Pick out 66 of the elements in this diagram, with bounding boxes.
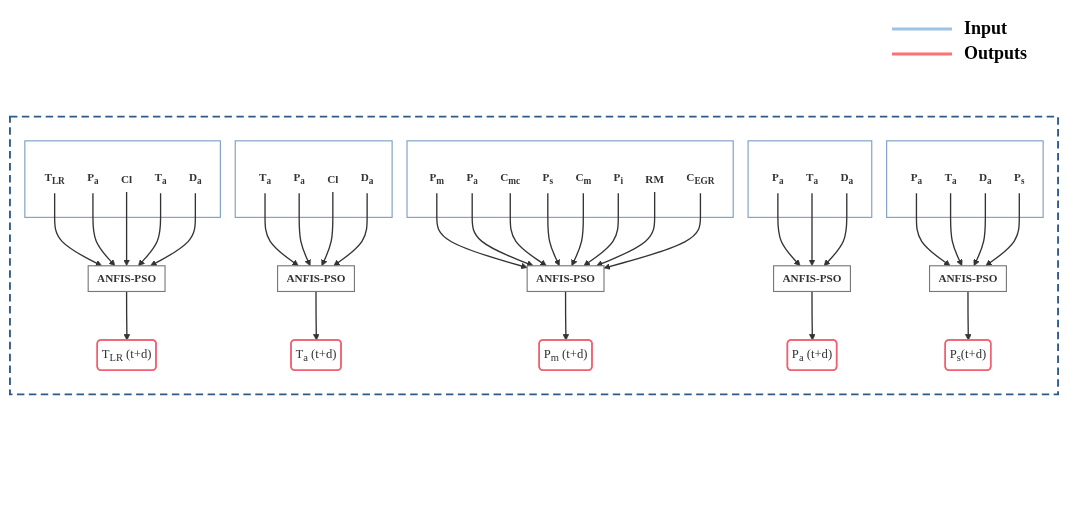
arrow bbox=[509, 192, 547, 266]
arrow bbox=[332, 192, 368, 266]
arrow bbox=[562, 290, 569, 341]
node-text: P$_{i}$ bbox=[613, 171, 623, 187]
node-text: P$_{m}$ bbox=[429, 171, 444, 187]
arrow bbox=[471, 192, 533, 267]
node-text: D$_{a}$ bbox=[188, 171, 202, 187]
arrow bbox=[915, 192, 950, 266]
arrow bbox=[546, 192, 560, 266]
node-text: C$_{m}$ bbox=[574, 171, 591, 187]
cluster bbox=[747, 139, 872, 218]
node-text: Cl bbox=[120, 172, 132, 185]
arrow bbox=[91, 192, 115, 266]
node-text: C$_{mc}$ bbox=[499, 171, 520, 187]
arrow bbox=[298, 192, 311, 266]
legend-text: Input bbox=[963, 18, 1007, 39]
arrow bbox=[984, 192, 1020, 266]
node-box: ANFIS-PSO bbox=[772, 264, 851, 292]
node-text: P$_{a}$ bbox=[465, 171, 478, 187]
arrow bbox=[603, 192, 701, 270]
arrow bbox=[122, 190, 130, 266]
node-text: P$_{a}$ bbox=[292, 171, 305, 187]
node-text: T$_{a}$ bbox=[154, 171, 167, 187]
arrow bbox=[123, 290, 130, 341]
node-box: ANFIS-PSO bbox=[276, 264, 355, 292]
node-box: ANFIS-PSO bbox=[87, 264, 166, 292]
node-text: D$_{a}$ bbox=[978, 171, 992, 187]
cluster bbox=[8, 115, 1059, 395]
arrow bbox=[808, 192, 815, 266]
arrow bbox=[570, 192, 584, 266]
node-text: C$_{EGR}$ bbox=[685, 171, 715, 187]
node-text: P$_{a}$ bbox=[771, 171, 784, 187]
node-text: P$_{a}$ bbox=[910, 171, 922, 187]
arrow bbox=[823, 192, 847, 266]
cluster bbox=[234, 139, 393, 218]
legend-text: Outputs bbox=[963, 43, 1027, 64]
node-box: ANFIS-PSO bbox=[526, 264, 605, 292]
node-text: D$_{a}$ bbox=[839, 171, 853, 187]
node-text: P$_{s}$ bbox=[1013, 171, 1025, 187]
arrow bbox=[949, 192, 962, 266]
node-text: D$_{a}$ bbox=[360, 171, 373, 187]
arrow bbox=[137, 192, 161, 266]
node-text: Cl bbox=[326, 172, 338, 185]
node-text: P$_{s}$ bbox=[542, 171, 553, 187]
node-box: ANFIS-PSO bbox=[928, 264, 1007, 292]
node-text: P$_{a}$ bbox=[86, 171, 99, 187]
cluster bbox=[885, 139, 1044, 218]
arrow bbox=[973, 192, 986, 266]
arrow bbox=[53, 192, 102, 266]
arrow bbox=[263, 192, 299, 266]
cluster bbox=[23, 139, 221, 218]
arrow bbox=[312, 290, 320, 341]
node-text: T$_{LR}$ bbox=[43, 171, 65, 187]
node-text: T$_{a}$ bbox=[258, 171, 271, 187]
arrow bbox=[964, 290, 972, 341]
cluster bbox=[405, 139, 734, 218]
node-text: T$_{a}$ bbox=[805, 171, 818, 187]
arrow bbox=[776, 192, 800, 266]
node-text: T$_{a}$ bbox=[944, 171, 957, 187]
arrow bbox=[583, 192, 619, 266]
node-text: RM bbox=[644, 172, 664, 185]
arrow bbox=[595, 190, 655, 267]
arrow bbox=[808, 290, 816, 341]
arrow bbox=[149, 192, 196, 266]
arrow bbox=[435, 192, 527, 269]
arrow bbox=[320, 190, 333, 266]
